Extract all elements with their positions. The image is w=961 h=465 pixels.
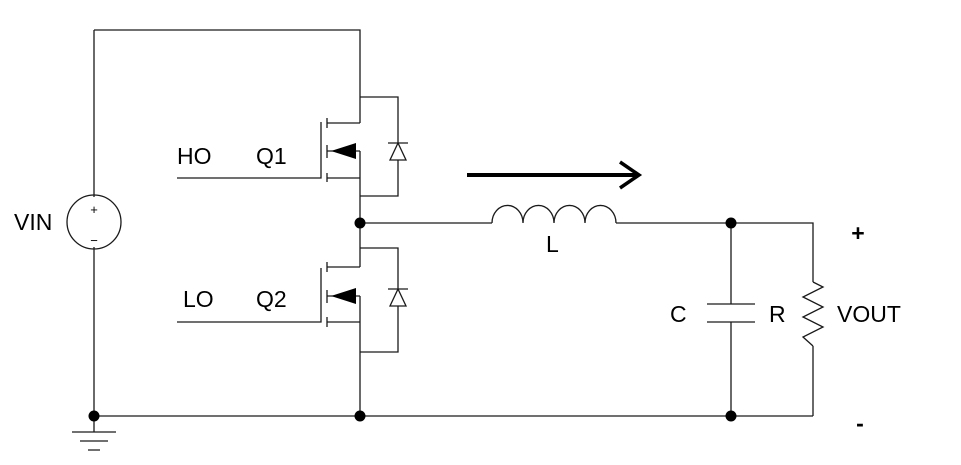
voltage-source-icon: + − (66, 194, 122, 250)
ground-icon (72, 431, 116, 451)
diode-icon (360, 247, 408, 353)
resistor-label: R (769, 301, 786, 327)
output-minus-sign: - (856, 410, 864, 436)
capacitor-icon (707, 303, 755, 323)
inductor-icon (491, 204, 617, 224)
inductor-label: L (546, 231, 559, 257)
source-minus-sign: − (90, 233, 98, 248)
q1-label: Q1 (256, 143, 287, 169)
output-plus-sign: + (851, 220, 864, 246)
q2-label: Q2 (256, 286, 287, 312)
vin-label: VIN (14, 209, 52, 235)
resistor-icon (801, 281, 825, 347)
vout-label: VOUT (837, 301, 901, 327)
ho-label: HO (177, 143, 212, 169)
arrow-icon (467, 160, 643, 190)
mosfet-icon (177, 97, 361, 182)
capacitor-label: C (670, 301, 687, 327)
junction-dots (88, 217, 737, 422)
mosfet-icon (177, 248, 361, 327)
source-plus-sign: + (90, 202, 98, 217)
wires (93, 29, 814, 432)
lo-label: LO (183, 286, 214, 312)
diode-icon (360, 96, 408, 197)
